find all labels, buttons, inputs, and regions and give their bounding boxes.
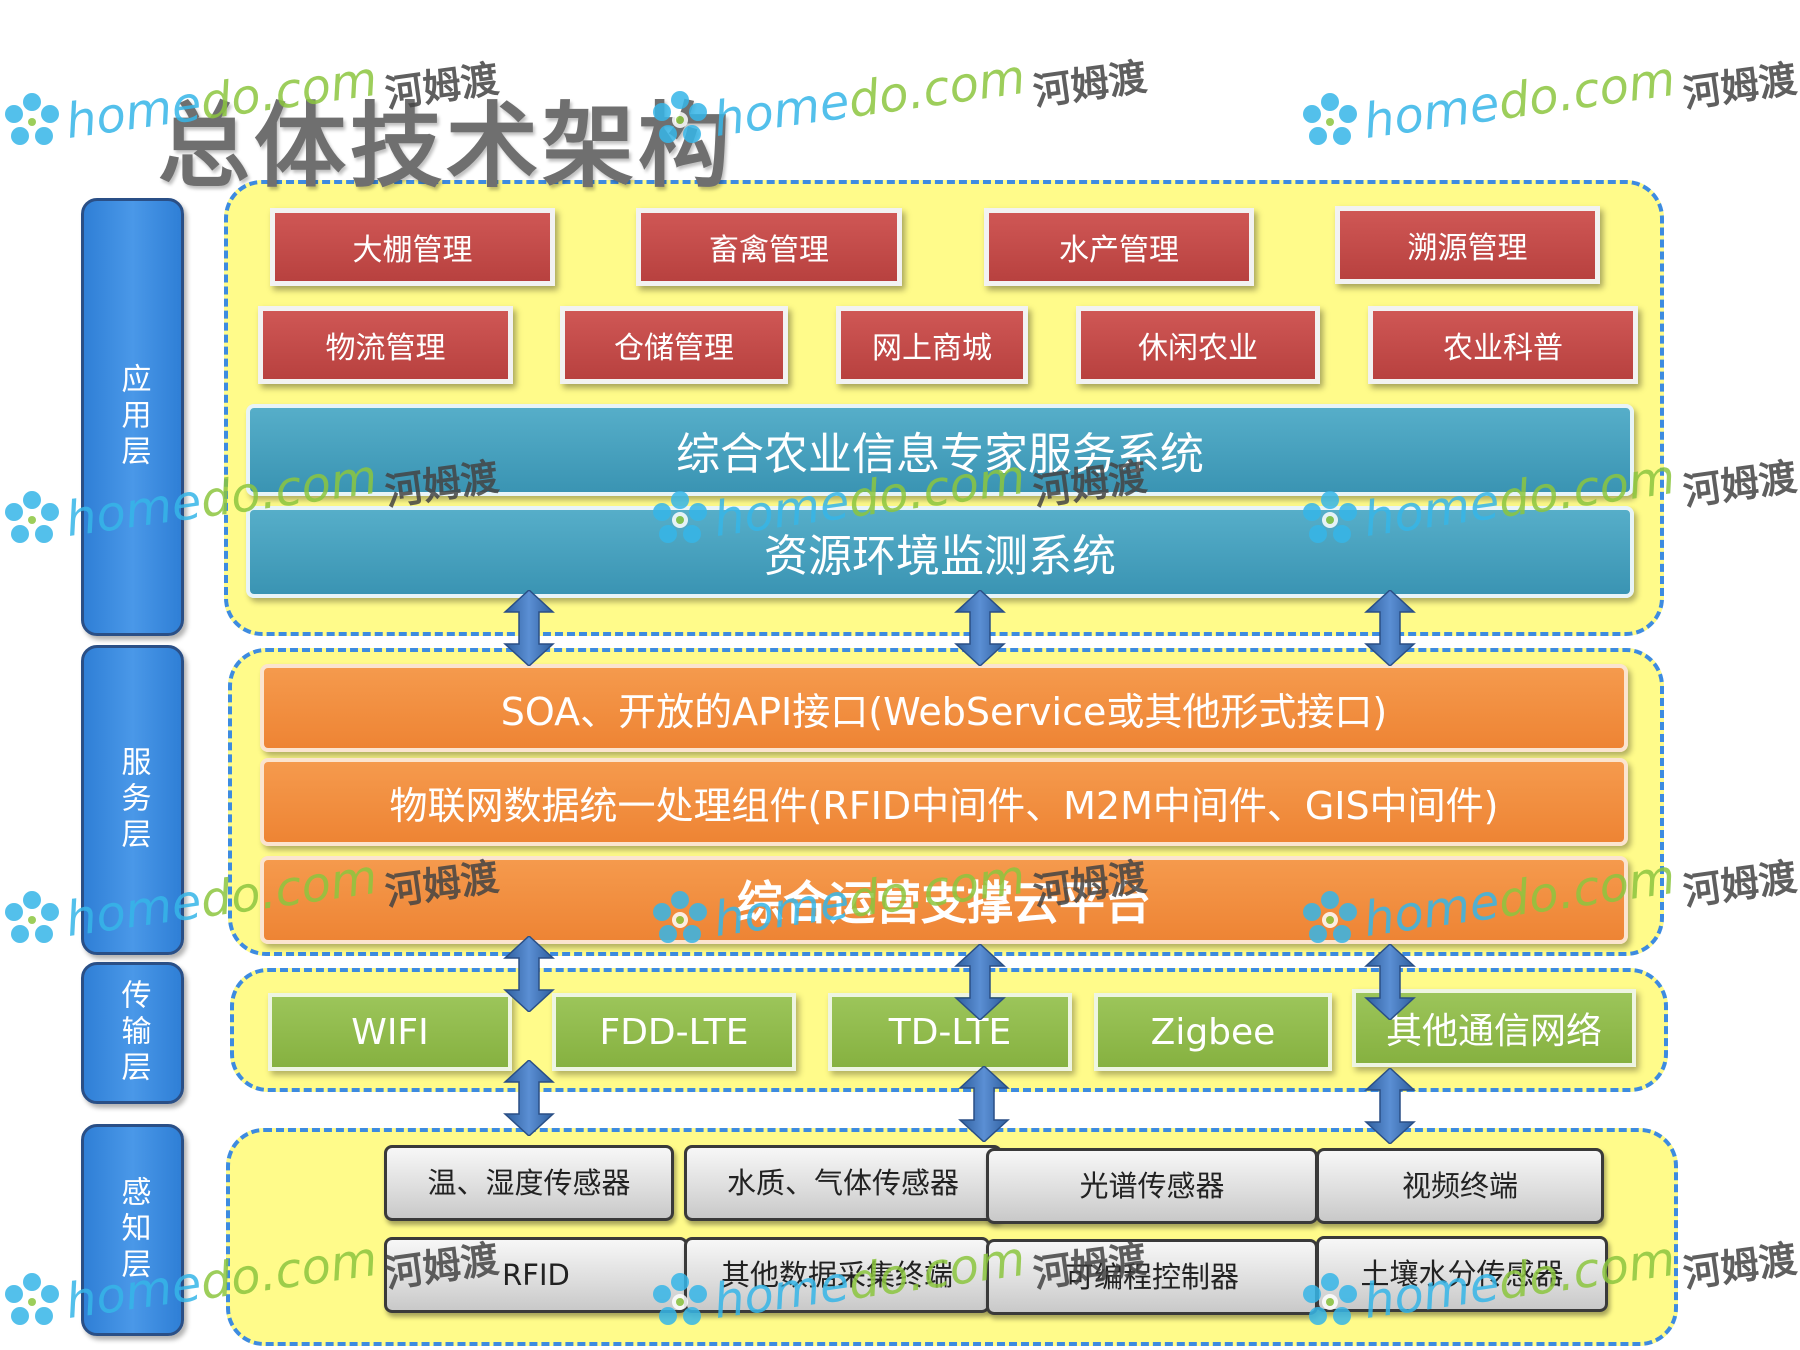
- app-box-aquatic: 水产管理: [984, 208, 1254, 286]
- app-box-logistics: 物流管理: [258, 306, 513, 384]
- app-box-agri-science: 农业科普: [1368, 306, 1638, 384]
- app-box-online-mall: 网上商城: [836, 306, 1028, 384]
- environment-monitor-system-bar: 资源环境监测系统: [246, 506, 1634, 598]
- flower-logo-icon: [5, 93, 59, 145]
- double-arrow-icon: [954, 590, 1006, 666]
- flower-logo-icon: [5, 1273, 59, 1325]
- cloud-platform-bar: 综合运营支撑云平台: [260, 856, 1628, 944]
- iot-middleware-bar: 物联网数据统一处理组件(RFID中间件、M2M中间件、GIS中间件): [260, 758, 1628, 846]
- layer-label-perception: 感知层: [81, 1124, 184, 1336]
- sensor-temp-humidity: 温、湿度传感器: [384, 1145, 674, 1221]
- watermark: homedo.com 河姆渡: [1298, 51, 1800, 154]
- transport-td-lte: TD-LTE: [828, 993, 1072, 1071]
- transport-zigbee: Zigbee: [1094, 993, 1332, 1071]
- sensor-other-collector: 其他数据采集终端: [684, 1237, 990, 1313]
- sensor-plc: 可编程控制器: [986, 1239, 1318, 1315]
- double-arrow-icon: [954, 944, 1006, 1020]
- app-box-traceability: 溯源管理: [1335, 206, 1600, 284]
- transport-fdd-lte: FDD-LTE: [552, 993, 796, 1071]
- double-arrow-icon: [958, 1066, 1010, 1142]
- double-arrow-icon: [503, 1060, 555, 1136]
- app-box-leisure-agri: 休闲农业: [1076, 306, 1320, 384]
- sensor-soil-moisture: 土壤水分传感器: [1316, 1236, 1608, 1312]
- flower-logo-icon: [1303, 93, 1357, 145]
- double-arrow-icon: [503, 936, 555, 1012]
- sensor-video-terminal: 视频终端: [1316, 1148, 1604, 1224]
- app-box-greenhouse: 大棚管理: [270, 208, 555, 286]
- expert-service-system-bar: 综合农业信息专家服务系统: [246, 404, 1634, 496]
- layer-label-application: 应用层: [81, 198, 184, 636]
- soa-api-bar: SOA、开放的API接口(WebService或其他形式接口): [260, 664, 1628, 752]
- page-title: 总体技术架构: [158, 93, 735, 200]
- app-box-livestock: 畜禽管理: [636, 208, 902, 286]
- double-arrow-icon: [1364, 944, 1416, 1020]
- sensor-spectrum: 光谱传感器: [986, 1148, 1318, 1224]
- double-arrow-icon: [1364, 590, 1416, 666]
- double-arrow-icon: [1364, 1068, 1416, 1144]
- layer-label-service: 服务层: [81, 645, 184, 955]
- flower-logo-icon: [5, 491, 59, 543]
- transport-wifi: WIFI: [268, 993, 512, 1071]
- app-box-warehouse: 仓储管理: [560, 306, 788, 384]
- double-arrow-icon: [503, 590, 555, 666]
- layer-label-transport: 传输层: [81, 962, 184, 1104]
- sensor-rfid: RFID: [384, 1237, 688, 1313]
- flower-logo-icon: [5, 891, 59, 943]
- sensor-water-gas: 水质、气体传感器: [684, 1145, 1002, 1221]
